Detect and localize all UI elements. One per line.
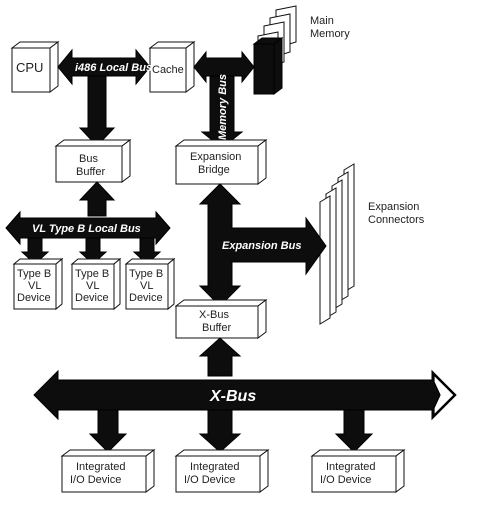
io-device-2-line1: Integrated — [190, 461, 240, 473]
vl-bus-arrow — [5, 181, 171, 265]
expansion-bus-arrow — [198, 183, 327, 307]
io-device-1-line2: I/O Device — [70, 474, 121, 486]
memory-bus-label: Memory Bus — [217, 74, 229, 140]
expansion-bus-label: Expansion Bus — [222, 240, 301, 252]
expansion-connectors-label-line1: Expansion — [368, 201, 419, 213]
vl-device-3-line1: Type B — [129, 268, 163, 280]
expansion-bridge-label-line2: Bridge — [198, 164, 230, 176]
vl-device-3-line2: VL — [140, 280, 153, 292]
io-device-2 — [174, 449, 270, 493]
vl-device-2-line1: Type B — [75, 268, 109, 280]
vl-device-2 — [70, 257, 122, 311]
vl-device-1-line1: Type B — [17, 268, 51, 280]
io-device-2-line2: I/O Device — [184, 474, 235, 486]
expansion-connectors-stack — [319, 163, 355, 325]
bus-buffer-label-line1: Bus — [79, 153, 98, 165]
main-memory-stack — [252, 5, 297, 95]
cpu-box — [10, 41, 60, 93]
x-bus-arrow — [33, 337, 457, 453]
io-device-3-line1: Integrated — [326, 461, 376, 473]
vl-device-3-line3: Device — [129, 292, 163, 304]
xbus-buffer-box — [174, 299, 268, 339]
io-device-1 — [60, 449, 156, 493]
cache-label: Cache — [152, 64, 184, 76]
xbus-buffer-label-line1: X-Bus — [199, 309, 229, 321]
local-bus-label: i486 Local Bus — [75, 62, 152, 74]
vl-device-1 — [12, 257, 64, 311]
main-memory-label-line1: Main — [310, 15, 334, 27]
cpu-label: CPU — [16, 60, 43, 75]
expansion-connectors-label-line2: Connectors — [368, 214, 425, 226]
bus-buffer-label-line2: Buffer — [76, 166, 105, 178]
io-device-3-line2: I/O Device — [320, 474, 371, 486]
xbus-buffer-label-line2: Buffer — [202, 322, 231, 334]
memory-bus-arrow — [193, 50, 255, 149]
vl-device-1-line2: VL — [28, 280, 41, 292]
vl-device-2-line2: VL — [86, 280, 99, 292]
cache-box — [148, 41, 196, 93]
local-bus-arrow — [57, 48, 151, 147]
main-memory-label-line2: Memory — [310, 28, 350, 40]
expansion-bridge-box — [174, 139, 268, 185]
io-device-1-line1: Integrated — [76, 461, 126, 473]
vl-device-3 — [124, 257, 176, 311]
bus-buffer-box — [54, 139, 132, 183]
vl-device-1-line3: Device — [17, 292, 51, 304]
vl-device-2-line3: Device — [75, 292, 109, 304]
io-device-3 — [310, 449, 406, 493]
expansion-bridge-label-line1: Expansion — [190, 151, 241, 163]
vl-bus-label: VL Type B Local Bus — [32, 223, 141, 235]
x-bus-label: X-Bus — [209, 388, 256, 405]
